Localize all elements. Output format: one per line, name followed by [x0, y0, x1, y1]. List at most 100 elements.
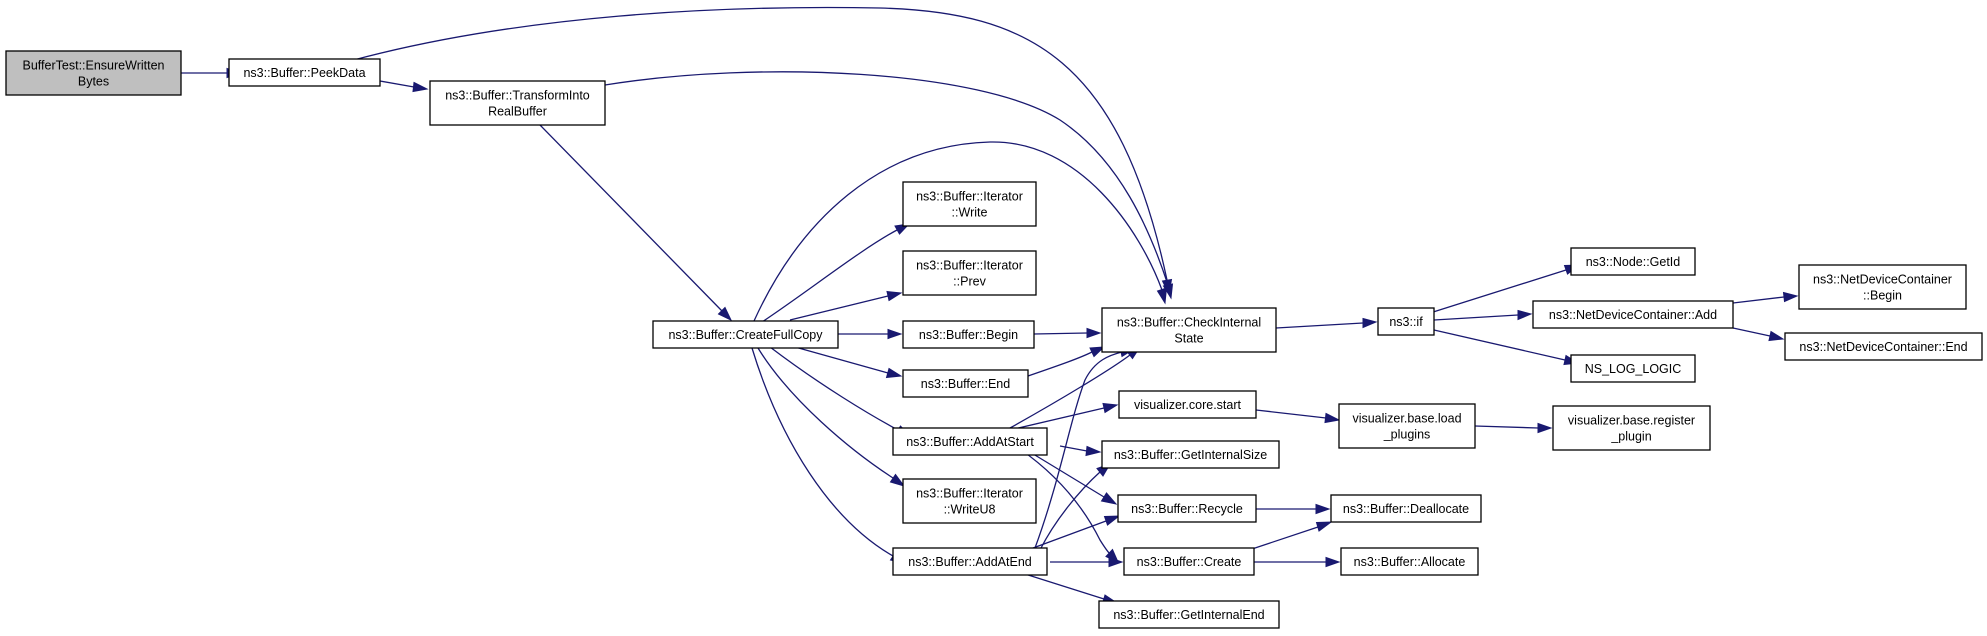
node-begin-label-1: ns3::Buffer::Begin: [919, 328, 1018, 342]
edge-add-at-end-to-recycle: [1024, 515, 1121, 552]
node-visualizer-base-load-plugins-label-2: _plugins: [1383, 428, 1431, 442]
node-allocate-box: [1340, 547, 1479, 576]
node-visualizer-base-register-plugin-label-1: visualizer.base.register: [1568, 414, 1695, 428]
node-add-at-end-box: [892, 547, 1048, 576]
node-visualizer-core-start-label-1: visualizer.core.start: [1134, 398, 1242, 412]
node-check-internal-state-label-2: State: [1174, 332, 1203, 346]
node-end-box: [902, 369, 1029, 398]
node-get-internal-size-label-1: ns3::Buffer::GetInternalSize: [1114, 448, 1267, 462]
edge-create-full-copy-to-add-at-end: [751, 347, 907, 564]
node-create-full-copy-label-1: ns3::Buffer::CreateFullCopy: [668, 328, 823, 342]
edge-recycle-to-deallocate: [1256, 503, 1331, 515]
node-iterator-write[interactable]: ns3::Buffer::Iterator::Write: [902, 181, 1037, 227]
node-net-device-container-begin-label-2: ::Begin: [1863, 289, 1902, 303]
edge-visualizer-core-start-to-visualizer-base-load-plugins: [1255, 409, 1341, 424]
edge-ns3-if-to-ns-log-logic: [1433, 329, 1580, 366]
node-allocate-label-1: ns3::Buffer::Allocate: [1354, 555, 1466, 569]
node-visualizer-base-register-plugin-box: [1552, 405, 1711, 451]
node-deallocate[interactable]: ns3::Buffer::Deallocate: [1330, 494, 1482, 523]
node-net-device-container-end-label-1: ns3::NetDeviceContainer::End: [1799, 340, 1967, 354]
edge-add-at-start-to-get-internal-size: [1059, 445, 1102, 457]
edge-net-device-container-add-to-net-device-container-begin: [1732, 291, 1799, 304]
node-get-internal-size[interactable]: ns3::Buffer::GetInternalSize: [1101, 440, 1280, 469]
node-visualizer-base-load-plugins-box: [1338, 403, 1476, 449]
node-begin-box: [902, 320, 1035, 349]
node-create[interactable]: ns3::Buffer::Create: [1123, 547, 1255, 576]
node-ns3-if-label-1: ns3::if: [1389, 315, 1423, 329]
node-create-box: [1123, 547, 1255, 576]
node-get-internal-end-box: [1098, 600, 1280, 629]
edge-check-internal-state-to-ns3-if: [1275, 317, 1378, 329]
node-node-get-id-label-1: ns3::Node::GetId: [1586, 255, 1681, 269]
node-net-device-container-begin[interactable]: ns3::NetDeviceContainer::Begin: [1798, 264, 1967, 310]
node-iterator-write-box: [902, 181, 1037, 227]
node-begin[interactable]: ns3::Buffer::Begin: [902, 320, 1035, 349]
node-iterator-prev-label-1: ns3::Buffer::Iterator: [916, 259, 1023, 273]
node-get-internal-size-box: [1101, 440, 1280, 469]
node-iterator-prev[interactable]: ns3::Buffer::Iterator::Prev: [902, 250, 1037, 296]
node-transform-into-real-buffer-label-1: ns3::Buffer::TransformInto: [445, 89, 590, 103]
node-visualizer-base-register-plugin[interactable]: visualizer.base.register _plugin: [1552, 405, 1711, 451]
node-add-at-start[interactable]: ns3::Buffer::AddAtStart: [892, 427, 1048, 456]
node-recycle[interactable]: ns3::Buffer::Recycle: [1117, 494, 1257, 523]
edge-add-at-start-to-visualizer-core-start: [1009, 402, 1119, 431]
node-ns3-if-box: [1377, 307, 1435, 336]
nodes-layer: BufferTest::EnsureWrittenBytesns3::Buffe…: [5, 50, 1983, 629]
node-iterator-prev-box: [902, 250, 1037, 296]
node-node-get-id[interactable]: ns3::Node::GetId: [1570, 247, 1696, 276]
node-deallocate-label-1: ns3::Buffer::Deallocate: [1343, 502, 1469, 516]
node-deallocate-box: [1330, 494, 1482, 523]
node-transform-into-real-buffer-box: [429, 80, 606, 126]
edge-create-full-copy-to-iterator-write-u8: [757, 347, 906, 487]
node-visualizer-base-load-plugins[interactable]: visualizer.base.load _plugins: [1338, 403, 1476, 449]
edge-create-full-copy-to-begin: [838, 328, 903, 340]
node-iterator-write-u8[interactable]: ns3::Buffer::Iterator::WriteU8: [902, 478, 1037, 524]
node-iterator-write-label-2: ::Write: [952, 206, 988, 220]
node-iterator-write-label-1: ns3::Buffer::Iterator: [916, 190, 1023, 204]
node-ensure-written-bytes-box: [5, 50, 182, 96]
edge-peek-data-to-check-internal-state: [349, 6, 1173, 296]
node-ensure-written-bytes-label-2: Bytes: [78, 75, 109, 89]
node-end[interactable]: ns3::Buffer::End: [902, 369, 1029, 398]
node-net-device-container-end-box: [1784, 332, 1983, 361]
node-net-device-container-begin-label-1: ns3::NetDeviceContainer: [1813, 273, 1952, 287]
edge-create-full-copy-to-iterator-write: [761, 223, 911, 323]
edge-ns3-if-to-net-device-container-add: [1433, 309, 1533, 321]
node-iterator-write-u8-box: [902, 478, 1037, 524]
node-recycle-label-1: ns3::Buffer::Recycle: [1131, 502, 1243, 516]
edge-create-full-copy-to-iterator-prev: [789, 290, 903, 321]
node-recycle-box: [1117, 494, 1257, 523]
node-add-at-end-label-1: ns3::Buffer::AddAtEnd: [908, 555, 1032, 569]
edge-visualizer-base-load-plugins-to-visualizer-base-register-plugin: [1474, 422, 1553, 434]
node-visualizer-core-start[interactable]: visualizer.core.start: [1118, 390, 1257, 419]
node-visualizer-core-start-box: [1118, 390, 1257, 419]
node-net-device-container-add-box: [1532, 300, 1734, 329]
node-peek-data[interactable]: ns3::Buffer::PeekData: [228, 58, 381, 87]
node-net-device-container-add[interactable]: ns3::NetDeviceContainer::Add: [1532, 300, 1734, 329]
node-check-internal-state-label-1: ns3::Buffer::CheckInternal: [1117, 316, 1261, 330]
edge-transform-into-real-buffer-to-create-full-copy: [539, 124, 733, 322]
node-create-full-copy[interactable]: ns3::Buffer::CreateFullCopy: [652, 320, 839, 349]
node-ns-log-logic[interactable]: NS_LOG_LOGIC: [1570, 354, 1696, 383]
node-add-at-start-label-1: ns3::Buffer::AddAtStart: [906, 435, 1034, 449]
node-end-label-1: ns3::Buffer::End: [921, 377, 1010, 391]
node-create-label-1: ns3::Buffer::Create: [1137, 555, 1242, 569]
edge-begin-to-check-internal-state: [1033, 327, 1102, 339]
node-get-internal-end[interactable]: ns3::Buffer::GetInternalEnd: [1098, 600, 1280, 629]
node-visualizer-base-load-plugins-label-1: visualizer.base.load: [1352, 412, 1461, 426]
node-check-internal-state-box: [1101, 307, 1277, 353]
node-add-at-start-box: [892, 427, 1048, 456]
node-allocate[interactable]: ns3::Buffer::Allocate: [1340, 547, 1479, 576]
edge-end-to-check-internal-state: [1027, 346, 1106, 377]
node-net-device-container-end[interactable]: ns3::NetDeviceContainer::End: [1784, 332, 1983, 361]
node-iterator-prev-label-2: ::Prev: [953, 275, 986, 289]
node-add-at-end[interactable]: ns3::Buffer::AddAtEnd: [892, 547, 1048, 576]
node-visualizer-base-register-plugin-label-2: _plugin: [1610, 430, 1651, 444]
node-transform-into-real-buffer-label-2: RealBuffer: [488, 105, 547, 119]
edge-add-at-start-to-recycle: [1024, 448, 1118, 505]
node-ns3-if[interactable]: ns3::if: [1377, 307, 1435, 336]
edge-create-to-allocate: [1254, 556, 1341, 568]
